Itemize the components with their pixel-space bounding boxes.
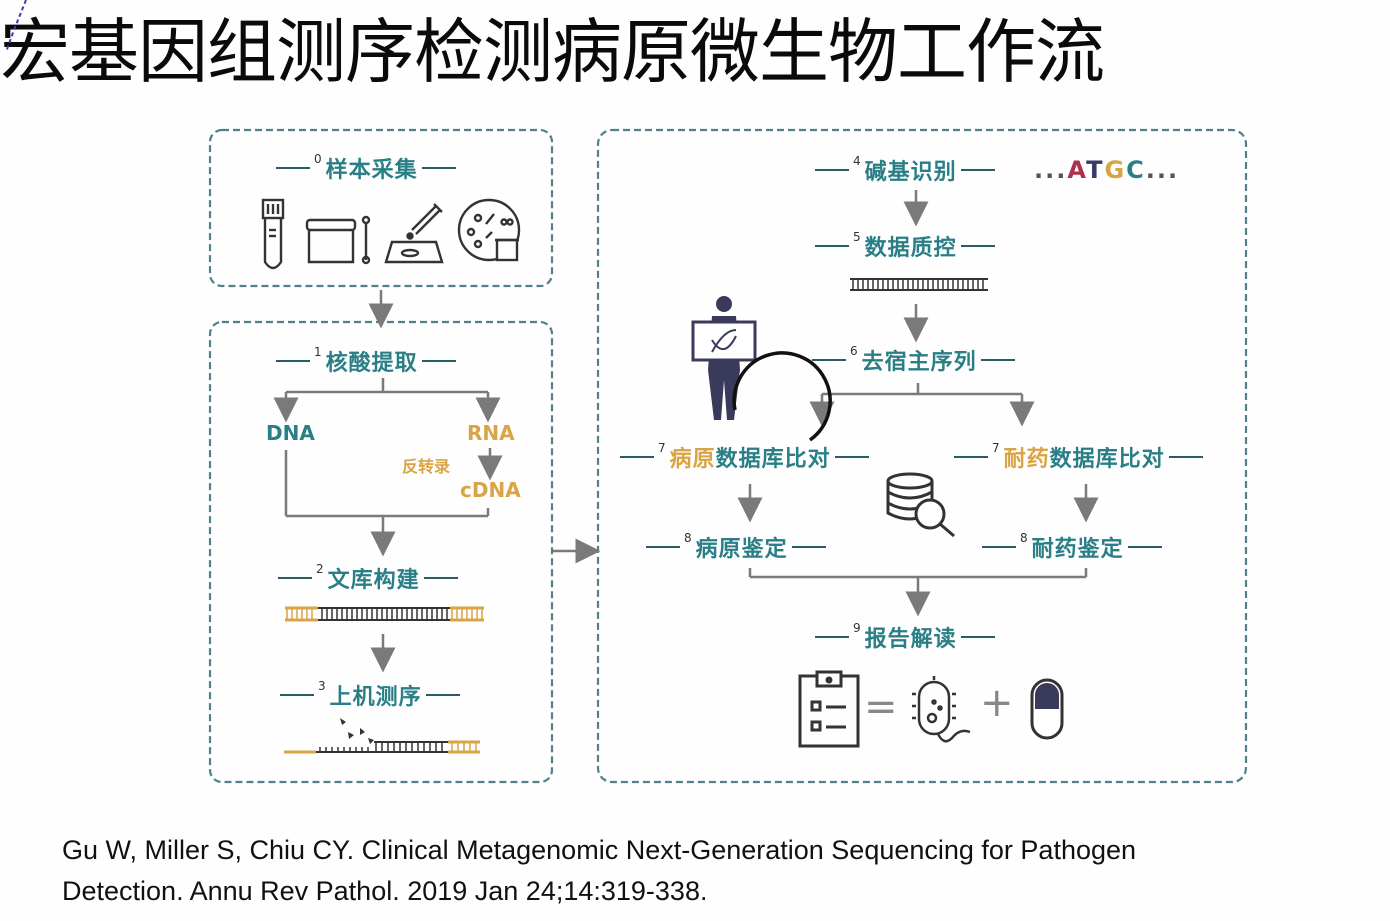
blood-tube-icon <box>261 198 285 270</box>
panel-bioinformatics <box>596 128 1248 784</box>
plus-sign: + <box>980 680 1014 726</box>
loading-spinner-icon <box>732 351 832 442</box>
qc-dna-strand-icon <box>850 278 988 291</box>
citation-line-2: Detection. Annu Rev Pathol. 2019 Jan 24;… <box>62 876 708 906</box>
report-clipboard-icon <box>798 670 860 748</box>
pipette-slide-icon <box>384 203 444 264</box>
dna-label: DNA <box>266 421 315 445</box>
petri-dish-icon <box>457 198 521 262</box>
slide-title: 宏基因组测序检测病原微生物工作流 <box>0 11 1105 93</box>
rna-label: RNA <box>467 421 515 445</box>
citation: Gu W, Miller S, Chiu CY. Clinical Metage… <box>62 830 1136 912</box>
equals-sign: = <box>864 684 898 730</box>
pen-annotation-mark <box>5 0 27 53</box>
specimen-cup-icon <box>305 215 371 265</box>
human-host-dna-icon <box>691 296 757 420</box>
sequencing-strand-icon <box>284 718 480 754</box>
bacteria-icon <box>912 676 971 743</box>
cdna-label: cDNA <box>460 478 521 502</box>
citation-line-1: Gu W, Miller S, Chiu CY. Clinical Metage… <box>62 835 1137 865</box>
panel-sample-collection <box>208 128 554 288</box>
database-search-icon <box>886 472 955 538</box>
drug-capsule-icon <box>1030 678 1064 740</box>
atgc-sequence: ...ATGC... <box>1034 156 1180 184</box>
reverse-transcription-label: 反转录 <box>402 457 451 476</box>
library-dna-strand-icon <box>285 606 484 622</box>
